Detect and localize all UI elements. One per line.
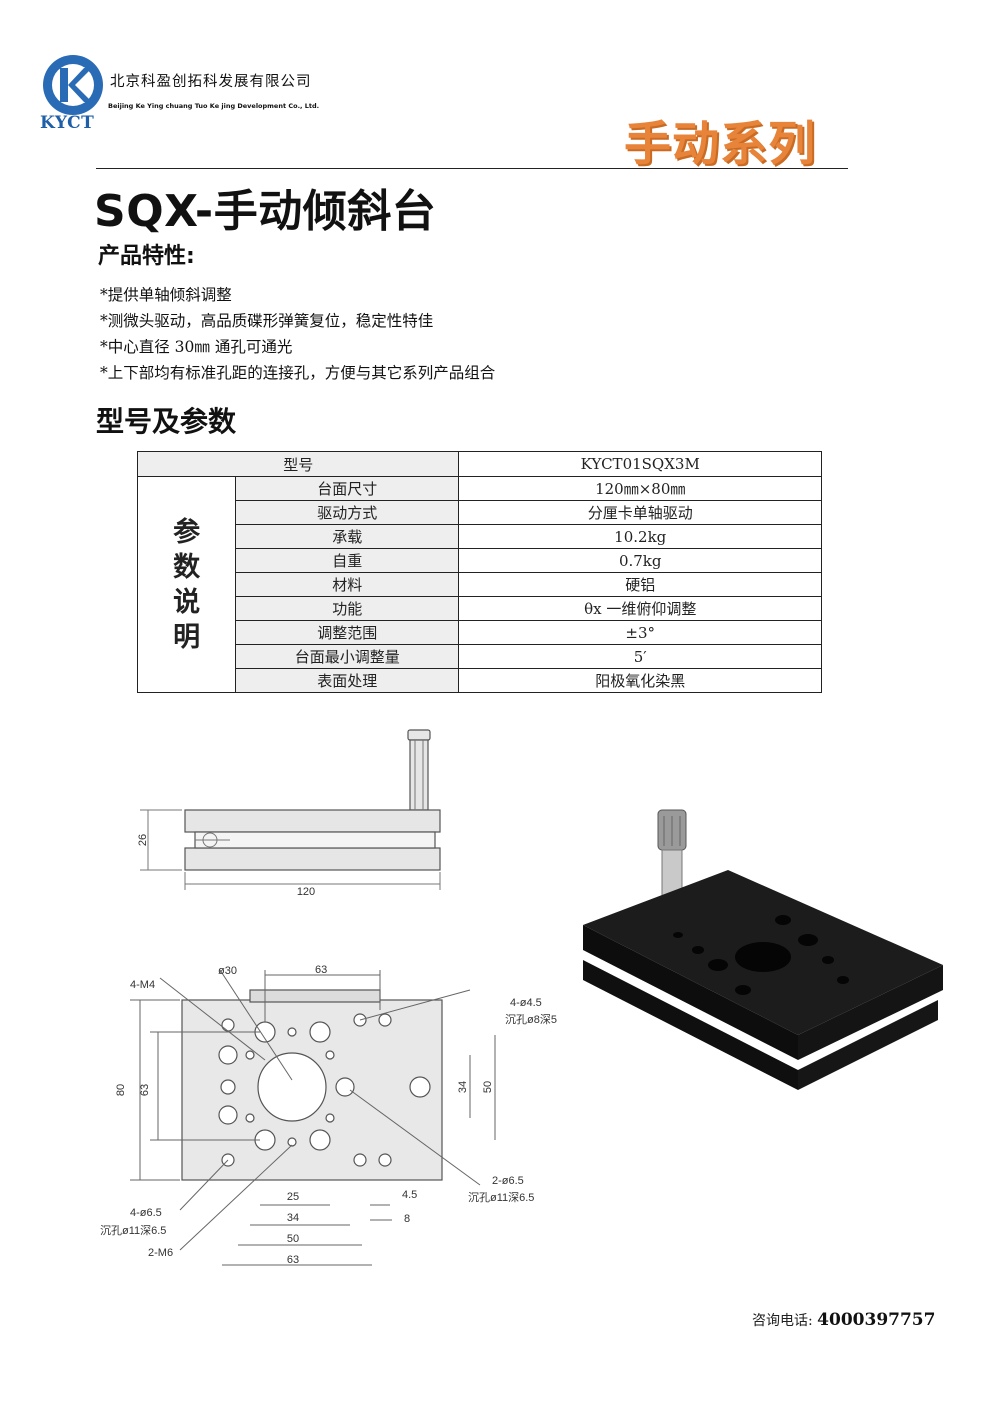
- spec-value: 阳极氧化染黑: [458, 668, 822, 693]
- dim-r45: 4.5: [402, 1189, 417, 1201]
- dim-b63: 63: [287, 1254, 299, 1266]
- spec-label: 自重: [235, 548, 460, 573]
- table-row: 参 数 说 明 台面尺寸 120㎜×80㎜: [136, 476, 822, 693]
- side-char: 明: [173, 621, 201, 653]
- company-name-en: Beijing Ke Ying chuang Tuo Ke jing Devel…: [108, 102, 320, 110]
- features-heading: 产品特性:: [98, 244, 195, 269]
- features-list: *提供单轴倾斜调整 *测微头驱动，高品质碟形弹簧复位，稳定性特佳 *中心直径 3…: [100, 282, 495, 386]
- table-row: 表面处理 阳极氧化染黑: [138, 668, 822, 693]
- dim-width: 120: [297, 886, 315, 898]
- feature-item: *上下部均有标准孔距的连接孔，方便与其它系列产品组合: [100, 364, 496, 382]
- header-divider: [96, 168, 848, 169]
- table-row: 驱动方式 分厘卡单轴驱动: [138, 500, 822, 525]
- table-row: 功能 θx 一维俯仰调整: [138, 596, 822, 621]
- dim-hole45: 4-ø4.5: [510, 997, 542, 1009]
- spec-value: 120㎜×80㎜: [458, 476, 822, 501]
- side-char: 数: [173, 551, 201, 583]
- series-title: 手动系列: [624, 117, 816, 172]
- spec-value: 硬铝: [458, 572, 822, 597]
- dim-m6: 2-M6: [148, 1247, 173, 1259]
- spec-heading: 型号及参数: [96, 405, 237, 438]
- contact-info: 咨询电话: 4000397757: [752, 1310, 935, 1330]
- spec-value: 0.7kg: [458, 548, 822, 573]
- logo-text: KYCT: [40, 113, 95, 133]
- side-char: 说: [173, 586, 201, 618]
- side-view-drawing: 120 26: [137, 729, 441, 898]
- dim-h63: 63: [139, 1084, 151, 1096]
- dim-d30: ø30: [218, 965, 237, 977]
- feature-item: *中心直径 30㎜ 通孔可通光: [100, 338, 293, 356]
- dim-counterbore8: 沉孔ø8深5: [505, 1013, 557, 1026]
- table-row: 承载 10.2kg: [138, 524, 822, 549]
- dim-height: 26: [137, 834, 149, 846]
- spec-value: ±3°: [458, 620, 822, 645]
- spec-label: 承载: [235, 524, 460, 549]
- spec-label: 驱动方式: [235, 500, 460, 525]
- table-row: 台面最小调整量 5′: [138, 644, 822, 669]
- table-row: 调整范围 ±3°: [138, 620, 822, 645]
- dim-v34: 34: [457, 1081, 469, 1093]
- table-row: 自重 0.7kg: [138, 548, 822, 573]
- spec-label: 台面最小调整量: [235, 644, 460, 669]
- model-value: KYCT01SQX3M: [458, 451, 822, 477]
- spec-label: 表面处理: [235, 668, 460, 693]
- dim-counterbore11b: 沉孔ø11深6.5: [468, 1191, 534, 1204]
- feature-item: *提供单轴倾斜调整: [100, 286, 232, 304]
- model-label: 型号: [136, 451, 460, 477]
- dim-m4: 4-M4: [130, 979, 155, 991]
- spec-label: 调整范围: [235, 620, 460, 645]
- spec-value: 10.2kg: [458, 524, 822, 549]
- company-name-cn: 北京科盈创拓科发展有限公司: [110, 74, 312, 90]
- company-logo: [43, 55, 103, 115]
- spec-side-label: 参 数 说 明: [136, 476, 237, 693]
- dim-b34: 34: [287, 1212, 299, 1224]
- table-row: 材料 硬铝: [138, 572, 822, 597]
- dim-r8: 8: [404, 1213, 410, 1225]
- spec-value: θx 一维俯仰调整: [458, 596, 822, 621]
- dim-v50: 50: [482, 1081, 494, 1093]
- side-char: 参: [173, 516, 201, 548]
- spec-label: 功能: [235, 596, 460, 621]
- page-title: SQX-手动倾斜台: [94, 186, 437, 237]
- dim-hole65a: 4-ø6.5: [130, 1207, 162, 1219]
- table-row: 型号 KYCT01SQX3M: [136, 451, 822, 477]
- contact-label: 咨询电话:: [752, 1313, 813, 1329]
- dim-b50: 50: [287, 1233, 299, 1245]
- spec-table: 型号 KYCT01SQX3M 参 数 说 明 台面尺寸 120㎜×80㎜ 驱动方…: [136, 451, 822, 693]
- contact-phone: 4000397757: [817, 1310, 936, 1330]
- spec-value: 分厘卡单轴驱动: [458, 500, 822, 525]
- dim-b25: 25: [287, 1191, 299, 1203]
- spec-value: 5′: [458, 644, 822, 669]
- spec-label: 台面尺寸: [235, 476, 460, 501]
- dim-top63: 63: [315, 964, 327, 976]
- dim-counterbore11a: 沉孔ø11深6.5: [100, 1224, 166, 1237]
- plan-view-drawing: ø30 4-M4 63 4-ø4.5 沉孔ø8深5 80 63 34 50 2-…: [100, 964, 557, 1266]
- dim-hole65b: 2-ø6.5: [492, 1175, 524, 1187]
- feature-item: *测微头驱动，高品质碟形弹簧复位，稳定性特佳: [100, 312, 434, 330]
- dim-h80: 80: [115, 1084, 127, 1096]
- spec-label: 材料: [235, 572, 460, 597]
- product-photo: [583, 809, 943, 1090]
